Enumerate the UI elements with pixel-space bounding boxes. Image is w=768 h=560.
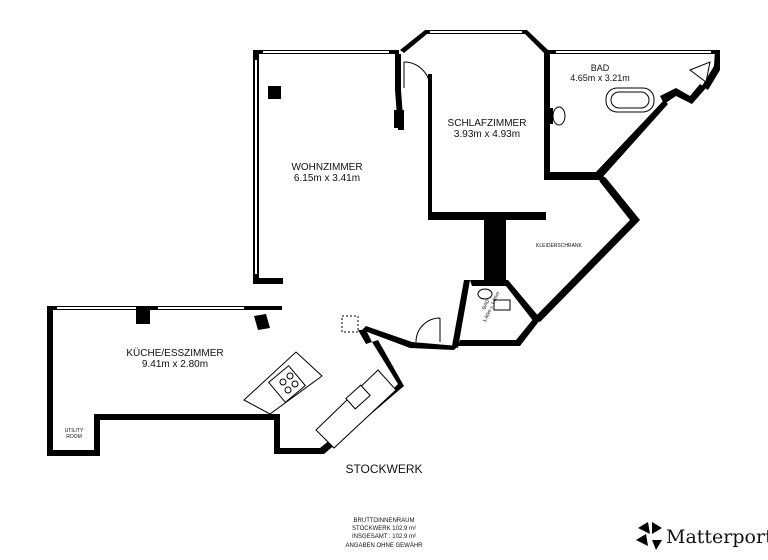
wohnzimmer-name: WOHNZIMMER [291, 162, 363, 173]
wohnzimmer-dims: 6.15m x 3.41m [293, 173, 361, 184]
bad-large-label: BAD 4.65m x 3.21m [560, 63, 640, 83]
kueche-walls [47, 306, 458, 456]
floor-label: STOCKWERK [345, 462, 423, 476]
footer-line3: INSGESAMT : 102.9 m² [352, 534, 416, 540]
utility-label: UTILITY ROOM [58, 428, 90, 440]
kueche-dims: 9.41m x 2.80m [141, 359, 209, 370]
door-arcs [341, 61, 441, 343]
footer-line2: STOCKWERK 102.9 m² [352, 526, 416, 532]
schlafzimmer-dims: 3.93m x 4.93m [453, 129, 521, 140]
matterport-logo [636, 522, 662, 550]
footer-line1: BRUTTOINNENRAUM [353, 518, 415, 524]
wohnzimmer-label: WOHNZIMMER 6.15m x 3.41m [286, 162, 368, 184]
small-bath-fixtures [477, 288, 511, 311]
wohnzimmer-walls [253, 50, 404, 284]
schlafzimmer-label: SCHLAFZIMMER 3.93m x 4.93m [444, 118, 530, 140]
bathtub [605, 87, 655, 113]
kueche-label: KÜCHE/ESSZIMMER 9.41m x 2.80m [110, 348, 240, 370]
schlafzimmer-name: SCHLAFZIMMER [447, 118, 527, 129]
shower [688, 61, 711, 83]
kitchen-island [243, 351, 323, 415]
kleiderschrank-label: KLEIDERSCHRANK [536, 243, 582, 249]
utility-line1: UTILITY [64, 428, 84, 434]
kitchen-counter [315, 369, 397, 449]
kleiderschrank-walls [452, 172, 640, 348]
footer-line4: ANGABEN OHNE GEWÄHR [345, 543, 423, 549]
bad-large-name: BAD [590, 63, 610, 73]
bad-large-dims: 4.65m x 3.21m [570, 73, 630, 83]
toilet-large [549, 106, 566, 126]
kueche-name: KÜCHE/ESSZIMMER [126, 348, 224, 359]
brand-name: Matterport [666, 526, 768, 548]
utility-line2: ROOM [66, 434, 82, 440]
schlafzimmer-walls [400, 30, 550, 220]
